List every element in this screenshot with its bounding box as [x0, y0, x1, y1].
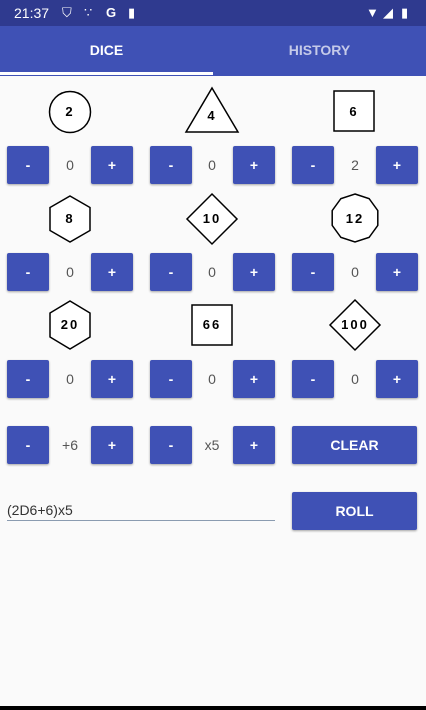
d20-minus-button[interactable]: - — [7, 360, 49, 398]
tab-dice[interactable]: DICE — [89, 42, 124, 58]
roll-button[interactable]: ROLL — [292, 492, 417, 530]
die-label-d6: 6 — [349, 104, 359, 119]
die-label-d12: 12 — [345, 211, 365, 226]
d6-count: 2 — [351, 157, 359, 173]
d6-square-icon — [333, 90, 375, 132]
d100-diamond-icon — [328, 298, 382, 352]
d66-minus-button[interactable]: - — [150, 360, 192, 398]
d10-count: 0 — [208, 264, 216, 280]
app-bar: DICE HISTORY — [0, 26, 426, 76]
d66-square-icon — [191, 304, 233, 346]
d12-minus-button[interactable]: - — [292, 253, 334, 291]
d8-minus-button[interactable]: - — [7, 253, 49, 291]
dots-icon: ∵ — [84, 5, 93, 20]
modifier-minus-button[interactable]: - — [7, 426, 49, 464]
d66-plus-button[interactable]: + — [233, 360, 275, 398]
d10-minus-button[interactable]: - — [150, 253, 192, 291]
d20-plus-button[interactable]: + — [91, 360, 133, 398]
d4-minus-button[interactable]: - — [150, 146, 192, 184]
d20-count: 0 — [66, 371, 74, 387]
wifi-icon: ▼ — [366, 5, 379, 20]
die-label-d100: 100 — [341, 317, 369, 332]
d2-circle-icon — [48, 90, 92, 134]
formula-field[interactable]: (2D6+6)x5 — [7, 500, 275, 521]
modifier-value: +6 — [62, 437, 78, 453]
die-label-d10: 10 — [202, 211, 222, 226]
nav-bar-edge — [0, 706, 426, 710]
multiplier-plus-button[interactable]: + — [233, 426, 275, 464]
status-bar: 21:37 ⛉ ∵ G ▮ ▼ ◢ ▮ — [0, 0, 426, 26]
google-icon: G — [106, 5, 117, 20]
d2-plus-button[interactable]: + — [91, 146, 133, 184]
shield-icon: ⛉ — [62, 5, 72, 20]
die-label-d8: 8 — [65, 211, 75, 226]
clear-button[interactable]: CLEAR — [292, 426, 417, 464]
d8-plus-button[interactable]: + — [91, 253, 133, 291]
modifier-plus-button[interactable]: + — [91, 426, 133, 464]
d4-triangle-icon — [184, 86, 240, 133]
d10-plus-button[interactable]: + — [233, 253, 275, 291]
d10-diamond-icon — [185, 192, 239, 246]
d2-minus-button[interactable]: - — [7, 146, 49, 184]
status-time: 21:37 — [14, 5, 50, 21]
d12-count: 0 — [351, 264, 359, 280]
d100-minus-button[interactable]: - — [292, 360, 334, 398]
multiplier-value: x5 — [204, 437, 220, 453]
d8-count: 0 — [66, 264, 74, 280]
d100-count: 0 — [351, 371, 359, 387]
d6-minus-button[interactable]: - — [292, 146, 334, 184]
d8-hexagon-icon — [49, 195, 91, 243]
tab-indicator — [0, 72, 213, 75]
d6-plus-button[interactable]: + — [376, 146, 418, 184]
tab-history[interactable]: HISTORY — [288, 42, 351, 58]
die-label-d4: 4 — [207, 108, 217, 123]
d4-plus-button[interactable]: + — [233, 146, 275, 184]
d12-plus-button[interactable]: + — [376, 253, 418, 291]
d20-hexagon-icon — [49, 300, 91, 350]
die-label-d66: 66 — [202, 317, 222, 332]
die-label-d2: 2 — [65, 104, 75, 119]
d4-count: 0 — [208, 157, 216, 173]
d12-decagon-icon — [331, 193, 379, 243]
d100-plus-button[interactable]: + — [376, 360, 418, 398]
multiplier-minus-button[interactable]: - — [150, 426, 192, 464]
signal-icon: ◢ — [383, 5, 393, 20]
d66-count: 0 — [208, 371, 216, 387]
die-label-d20: 20 — [60, 317, 80, 332]
d2-count: 0 — [66, 157, 74, 173]
sim-icon: ▮ — [128, 5, 136, 20]
battery-icon: ▮ — [401, 5, 409, 20]
